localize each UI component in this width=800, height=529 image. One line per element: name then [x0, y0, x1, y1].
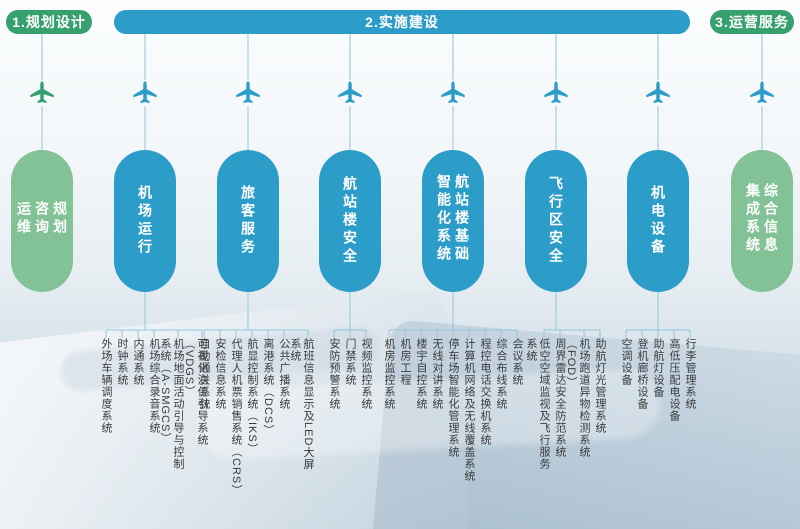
leaf-group-mechanical-electrical: 空调设备 登机廊桥设备 助航灯设备 高低压配电设备 行李管理系统: [618, 338, 698, 422]
box-label: 旅客服务: [240, 185, 256, 257]
leaf-label: 机场综合录音系统: [148, 338, 160, 434]
phase-3-title: 3.运营服务: [715, 14, 789, 30]
airplane-icon: [544, 81, 568, 104]
phase-1-planning-pill: 1.规划设计: [6, 10, 92, 34]
leaf-label: 航显控制系统（IKS）: [246, 338, 258, 455]
leaf-group-passenger-service: 自助通关系统 安检信息系统 代理人机票销售系统（CRS） 航显控制系统（IKS）…: [196, 338, 316, 496]
leaf-label: 机房监控系统: [383, 338, 395, 410]
box-label: 机电设备: [650, 185, 666, 257]
airplane-icon: [441, 81, 465, 104]
leaf-label: 安防预警系统: [328, 338, 340, 410]
leaf-label: 视频监控系统: [360, 338, 372, 410]
box-planning-consulting-om: 规划咨询运维: [11, 150, 73, 292]
leaf-label: 时钟系统: [116, 338, 128, 386]
leaf-group-terminal-security: 安防预警系统 门禁系统 视频监控系统: [326, 338, 374, 410]
airplane-icon: [750, 81, 774, 104]
airplane-icon: [646, 81, 670, 104]
box-terminal-intelligent-systems: 航站楼基础智能化系统: [422, 150, 484, 292]
leaf-label: 内通系统: [132, 338, 144, 386]
leaf-label: 门禁系统: [344, 338, 356, 386]
box-label: 航站楼安全: [342, 176, 358, 266]
leaf-label: 行李管理系统: [684, 338, 696, 410]
phase-3-operation-pill: 3.运营服务: [710, 10, 794, 34]
leaf-label: 外场车辆调度系统: [100, 338, 112, 434]
airplane-icon: [338, 81, 362, 104]
leaf-label: 安检信息系统: [214, 338, 226, 410]
leaf-label: 会议系统: [511, 338, 523, 386]
leaf-label: 可视化泊位引导系统（VDGS）: [183, 338, 208, 446]
airplane-icon: [30, 81, 54, 104]
box-label: 规划咨询运维: [16, 201, 68, 237]
leaf-group-airfield-safety: 低空空域监视及飞行服务系统 周界雷达安全防范系统 机场跑道异物检测系统（FOD）…: [525, 338, 608, 478]
leaf-label: 楼宇自控系统: [415, 338, 427, 410]
box-label: 机场运行: [137, 185, 153, 257]
leaf-label: 周界雷达安全防范系统: [554, 338, 566, 458]
leaf-label: 助航灯光管理系统: [594, 338, 606, 434]
leaf-label: 自助通关系统: [198, 338, 210, 410]
leaf-label: 助航灯设备: [652, 338, 664, 398]
box-terminal-security: 航站楼安全: [319, 150, 381, 292]
airplane-icon: [236, 81, 260, 104]
leaf-label: 公共广播系统: [278, 338, 290, 410]
box-label: 飞行区安全: [548, 176, 564, 266]
leaf-label: 代理人机票销售系统（CRS）: [230, 338, 242, 497]
leaf-label: 高低压配电设备: [668, 338, 680, 422]
leaf-group-airport-operations: 外场车辆调度系统 时钟系统 内通系统 机场综合录音系统 机场地面活动引导与控制系…: [98, 338, 210, 478]
box-label: 综合信息集成系统: [745, 183, 779, 255]
leaf-label: 航班信息显示及LED大屏系统: [289, 338, 314, 471]
leaf-label: 机场跑道异物检测系统（FOD）: [565, 338, 590, 458]
leaf-label: 离港系统（DCS）: [262, 338, 274, 437]
box-airport-operations: 机场运行: [114, 150, 176, 292]
leaf-label: 停车场智能化管理系统: [447, 338, 459, 458]
box-airfield-safety: 飞行区安全: [525, 150, 587, 292]
leaf-group-terminal-intelligent-systems: 机房监控系统 机房工程 楼宇自控系统 无线对讲系统 停车场智能化管理系统 计算机…: [381, 338, 525, 482]
leaf-label: 综合布线系统: [495, 338, 507, 410]
leaf-label: 空调设备: [620, 338, 632, 386]
leaf-label: 低空空域监视及飞行服务系统: [525, 338, 550, 470]
box-mechanical-electrical-equipment: 机电设备: [627, 150, 689, 292]
box-integrated-information-system: 综合信息集成系统: [731, 150, 793, 292]
leaf-label: 无线对讲系统: [431, 338, 443, 410]
leaf-label: 计算机网络及无线覆盖系统: [463, 338, 475, 482]
phase-2-title: 2.实施建设: [365, 14, 439, 30]
leaf-label: 程控电话交换机系统: [479, 338, 491, 446]
leaf-label: 机房工程: [399, 338, 411, 386]
box-label: 航站楼基础智能化系统: [436, 174, 470, 264]
airplane-icon: [133, 81, 157, 104]
phase-2-construction-pill: 2.实施建设: [114, 10, 690, 34]
leaf-label: 登机廊桥设备: [636, 338, 648, 410]
leaf-label: 机场地面活动引导与控制系统（A-SMGCS）: [159, 338, 184, 470]
phase-1-title: 1.规划设计: [12, 14, 86, 30]
box-passenger-service: 旅客服务: [217, 150, 279, 292]
